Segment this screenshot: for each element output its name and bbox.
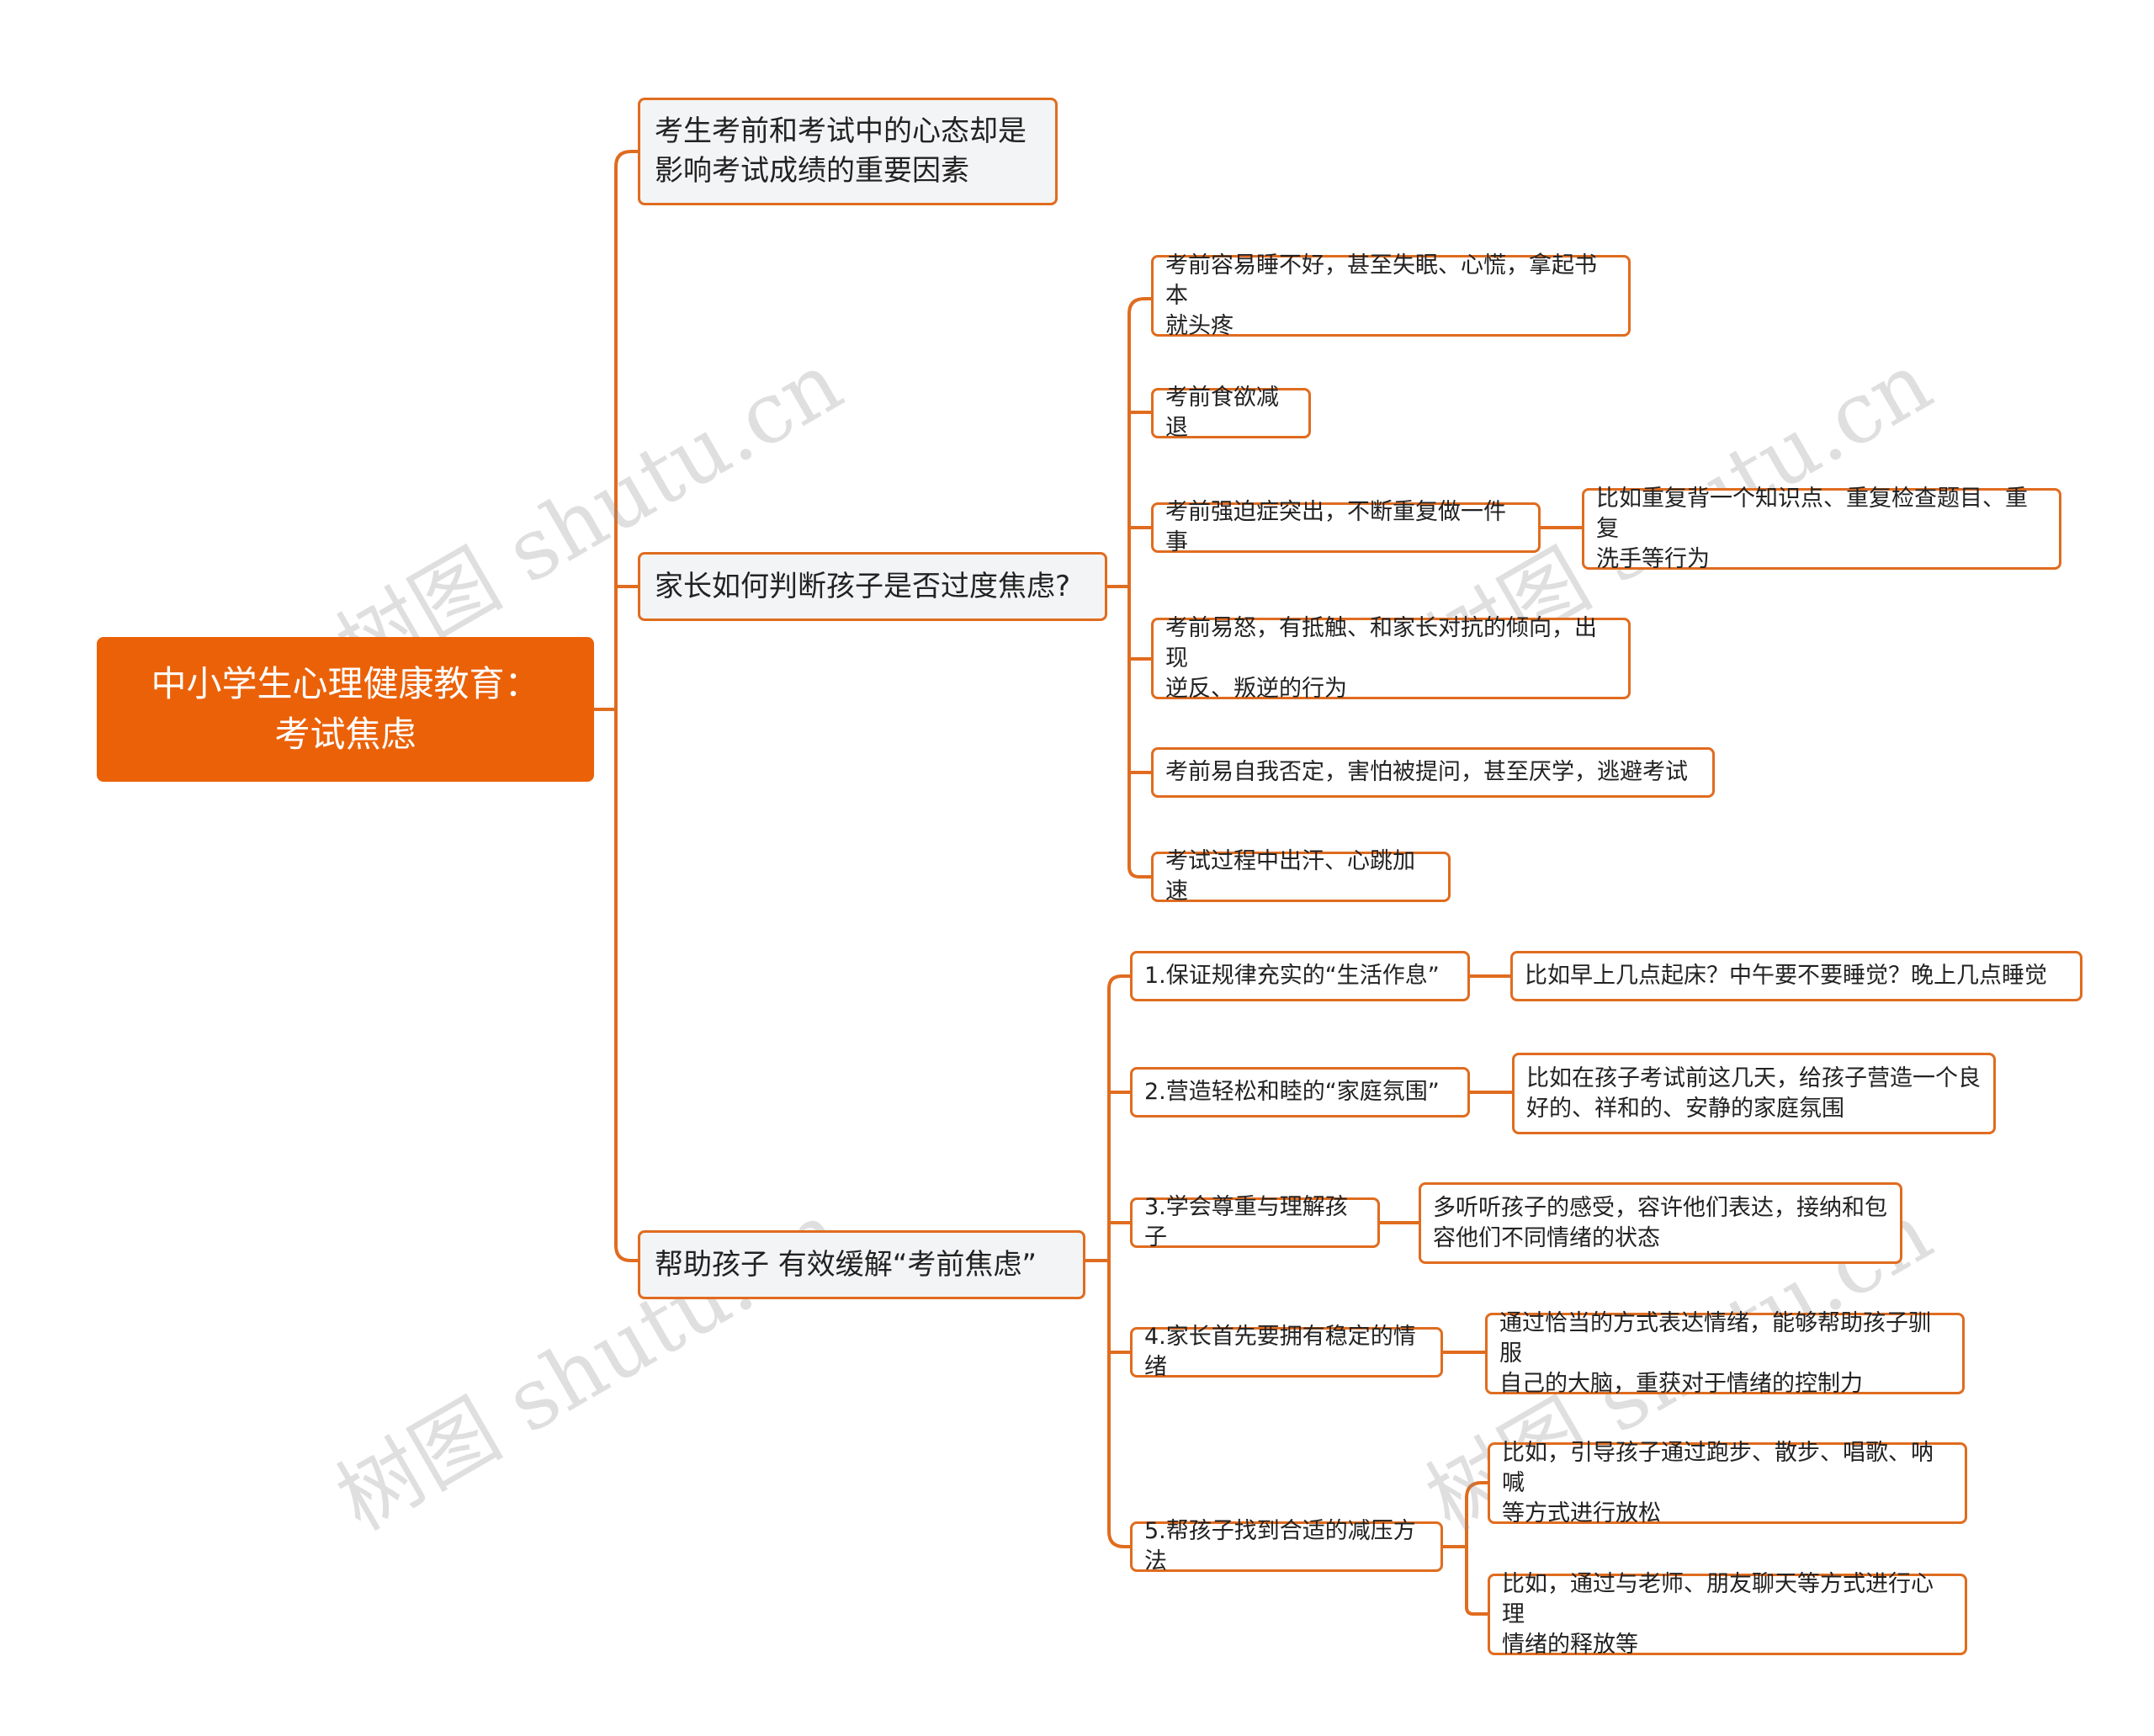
detail-node[interactable]: 比如，引导孩子通过跑步、散步、唱歌、呐喊 等方式进行放松 bbox=[1488, 1440, 1967, 1526]
leaf-node[interactable]: 5.帮孩子找到合适的减压方法 bbox=[1130, 1518, 1443, 1574]
root-topic[interactable]: 中小学生心理健康教育： 考试焦虑 bbox=[97, 637, 594, 782]
detail-label: 比如，通过与老师、朋友聊天等方式进行心理 情绪的释放等 bbox=[1502, 1570, 1934, 1658]
leaf-label: 考试过程中出汗、心跳加速 bbox=[1165, 848, 1415, 905]
branch-label: 考生考前和考试中的心态却是 影响考试成绩的重要因素 bbox=[655, 114, 1027, 188]
detail-node[interactable]: 通过恰当的方式表达情绪，能够帮助孩子驯服 自己的大脑，重获对于情绪的控制力 bbox=[1485, 1310, 1965, 1397]
leaf-label: 考前容易睡不好，甚至失眠、心慌，拿起书本 就头疼 bbox=[1165, 252, 1597, 339]
leaf-label: 考前易自我否定，害怕被提问，甚至厌学，逃避考试 bbox=[1165, 759, 1688, 785]
leaf-label: 考前强迫症突出，不断重复做一件事 bbox=[1165, 499, 1506, 555]
leaf-node[interactable]: 考前食欲减退 bbox=[1151, 385, 1311, 441]
detail-label: 比如在孩子考试前这几天，给孩子营造一个良 好的、祥和的、安静的家庭氛围 bbox=[1526, 1064, 1981, 1122]
root-topic-label: 中小学生心理健康教育： 考试焦虑 bbox=[151, 663, 540, 755]
branch-node[interactable]: 帮助孩子 有效缓解“考前焦虑” bbox=[638, 1230, 1085, 1299]
leaf-node[interactable]: 1.保证规律充实的“生活作息” bbox=[1130, 951, 1470, 1001]
leaf-node[interactable]: 考前强迫症突出，不断重复做一件事 bbox=[1151, 499, 1541, 555]
leaf-node[interactable]: 4.家长首先要拥有稳定的情绪 bbox=[1130, 1324, 1443, 1380]
branch-label: 帮助孩子 有效缓解“考前焦虑” bbox=[655, 1247, 1037, 1282]
detail-node[interactable]: 比如，通过与老师、朋友聊天等方式进行心理 情绪的释放等 bbox=[1488, 1571, 1967, 1658]
detail-label: 比如重复背一个知识点、重复检查题目、重复 洗手等行为 bbox=[1596, 485, 2028, 572]
detail-label: 多听听孩子的感受，容许他们表达，接纳和包 容他们不同情绪的状态 bbox=[1433, 1194, 1887, 1251]
leaf-node[interactable]: 考前易自我否定，害怕被提问，甚至厌学，逃避考试 bbox=[1151, 747, 1715, 798]
leaf-node[interactable]: 考前易怒，有抵触、和家长对抗的倾向，出现 逆反、叛逆的行为 bbox=[1151, 615, 1631, 702]
detail-node[interactable]: 比如重复背一个知识点、重复检查题目、重复 洗手等行为 bbox=[1582, 486, 2061, 572]
leaf-label: 5.帮孩子找到合适的减压方法 bbox=[1144, 1518, 1416, 1574]
detail-label: 比如，引导孩子通过跑步、散步、唱歌、呐喊 等方式进行放松 bbox=[1502, 1439, 1934, 1526]
branch-node[interactable]: 考生考前和考试中的心态却是 影响考试成绩的重要因素 bbox=[638, 98, 1058, 205]
leaf-label: 4.家长首先要拥有稳定的情绪 bbox=[1144, 1324, 1416, 1380]
detail-label: 通过恰当的方式表达情绪，能够帮助孩子驯服 自己的大脑，重获对于情绪的控制力 bbox=[1499, 1309, 1931, 1397]
leaf-node[interactable]: 考试过程中出汗、心跳加速 bbox=[1151, 848, 1451, 905]
leaf-label: 考前食欲减退 bbox=[1165, 385, 1279, 441]
detail-node[interactable]: 比如在孩子考试前这几天，给孩子营造一个良 好的、祥和的、安静的家庭氛围 bbox=[1512, 1053, 1996, 1134]
leaf-label: 考前易怒，有抵触、和家长对抗的倾向，出现 逆反、叛逆的行为 bbox=[1165, 614, 1597, 702]
detail-node[interactable]: 比如早上几点起床？中午要不要睡觉？晚上几点睡觉 bbox=[1510, 951, 2082, 1001]
leaf-label: 1.保证规律充实的“生活作息” bbox=[1144, 963, 1440, 989]
branch-node[interactable]: 家长如何判断孩子是否过度焦虑? bbox=[638, 552, 1107, 621]
detail-label: 比如早上几点起床？中午要不要睡觉？晚上几点睡觉 bbox=[1525, 963, 2047, 989]
leaf-node[interactable]: 3.学会尊重与理解孩子 bbox=[1130, 1194, 1380, 1250]
detail-node[interactable]: 多听听孩子的感受，容许他们表达，接纳和包 容他们不同情绪的状态 bbox=[1419, 1182, 1902, 1264]
leaf-label: 2.营造轻松和睦的“家庭氛围” bbox=[1144, 1079, 1440, 1105]
leaf-label: 3.学会尊重与理解孩子 bbox=[1144, 1194, 1348, 1250]
branch-label: 家长如何判断孩子是否过度焦虑? bbox=[655, 569, 1071, 603]
leaf-node[interactable]: 考前容易睡不好，甚至失眠、心慌，拿起书本 就头疼 bbox=[1151, 252, 1631, 339]
leaf-node[interactable]: 2.营造轻松和睦的“家庭氛围” bbox=[1130, 1067, 1470, 1118]
